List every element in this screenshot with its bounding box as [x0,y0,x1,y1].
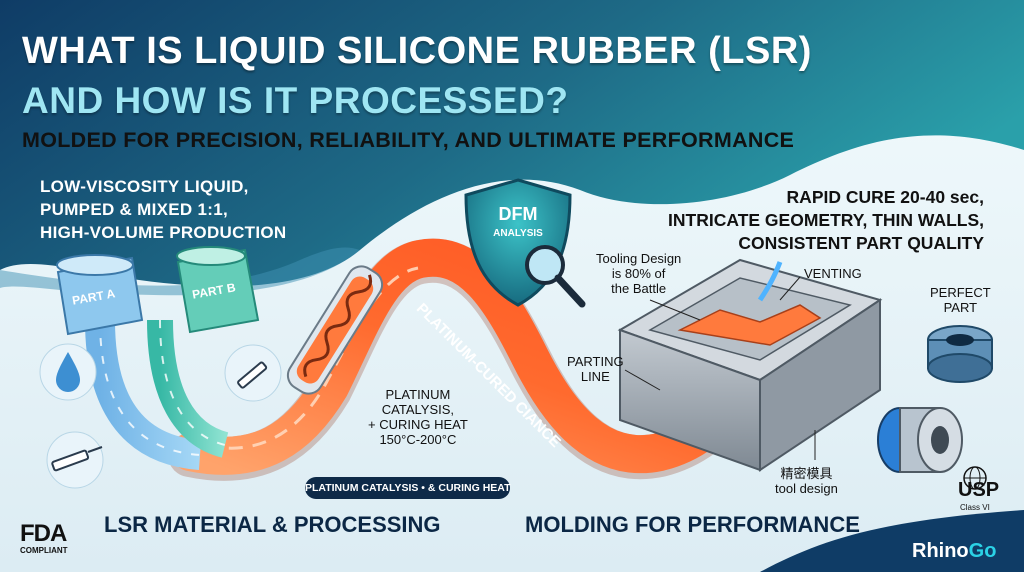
magnifier-icon [525,245,586,308]
water-drop-icon [39,343,97,401]
parting-line-text: PARTING [567,354,624,369]
page-subtitle: MOLDED FOR PRECISION, RELIABILITY, AND U… [22,128,795,152]
mixer-callout: PLATINUM CATALYSIS, + CURING HEAT 150°C-… [368,387,468,447]
tool-design-en: tool design [775,481,838,496]
fda-badge-sub: COMPLIANT [20,546,68,555]
perfect-part-text: PART [943,300,978,315]
parting-line-text: LINE [580,369,610,384]
left-feature-line: PUMPED & MIXED 1:1, [40,200,229,219]
tool-design-cn: 精密模具 [780,466,833,481]
part-b-container [176,246,260,334]
left-feature-line: HIGH-VOLUME PRODUCTION [40,223,287,242]
brand-logo: RhinoGo [912,540,996,563]
syringe-icon [46,431,104,489]
page-title-line1: WHAT IS LIQUID SILICONE RUBBER (LSR) [22,30,812,72]
perfect-part-callout: PERFECT PART [930,285,991,315]
page-title-line2: AND HOW IS IT PROCESSED? [22,80,569,121]
brand-logo-part2: Go [968,540,997,562]
static-mixer-icon [286,265,384,395]
tool-design-callout: 精密模具 tool design [775,466,838,496]
mixer-callout-line: CATALYSIS, [381,402,455,417]
mixer-pill-label: PLATINUM CATALYSIS • & CURING HEAT [305,477,511,499]
syringe-icon-2 [224,344,282,402]
right-feature-line: RAPID CURE 20-40 sec, [786,187,984,207]
part-a-container [56,254,144,336]
right-feature-line: INTRICATE GEOMETRY, THIN WALLS, [668,210,984,230]
tooling-callout-line: the Battle [611,281,667,296]
section-heading-right: MOLDING FOR PERFORMANCE [525,512,860,537]
left-feature-line: LOW-VISCOSITY LIQUID, [40,177,249,196]
venting-label: VENTING [804,266,862,281]
right-feature-line: CONSISTENT PART QUALITY [738,233,984,253]
tooling-callout-line: is 80% of [611,266,666,281]
usp-badge: USP [958,479,1000,501]
seal-part-icon [927,325,993,383]
mixer-callout-line: PLATINUM [385,387,451,402]
right-features: RAPID CURE 20-40 sec, INTRICATE GEOMETRY… [668,186,984,255]
mold-icon [617,258,883,472]
brand-logo-part1: Rhino [912,540,969,562]
dfm-subtitle: ANALYSIS [493,228,543,239]
fda-badge: FDA [20,520,67,547]
tooling-callout-line: Tooling Design [596,251,682,266]
section-heading-left: LSR MATERIAL & PROCESSING [104,512,441,537]
mixer-callout-line: + CURING HEAT [368,417,468,432]
dfm-title: DFM [498,204,538,224]
mixer-callout-line: 150°C-200°C [379,432,457,447]
perfect-part-text: PERFECT [930,285,991,300]
globe-icon [963,466,987,490]
seal-part-icon-2 [877,407,963,473]
usp-badge-sub: Class VI [960,503,990,512]
tooling-callout: Tooling Design is 80% of the Battle [596,251,681,296]
left-features: LOW-VISCOSITY LIQUID, PUMPED & MIXED 1:1… [40,175,286,244]
parting-line-callout: PARTING LINE [567,354,624,384]
